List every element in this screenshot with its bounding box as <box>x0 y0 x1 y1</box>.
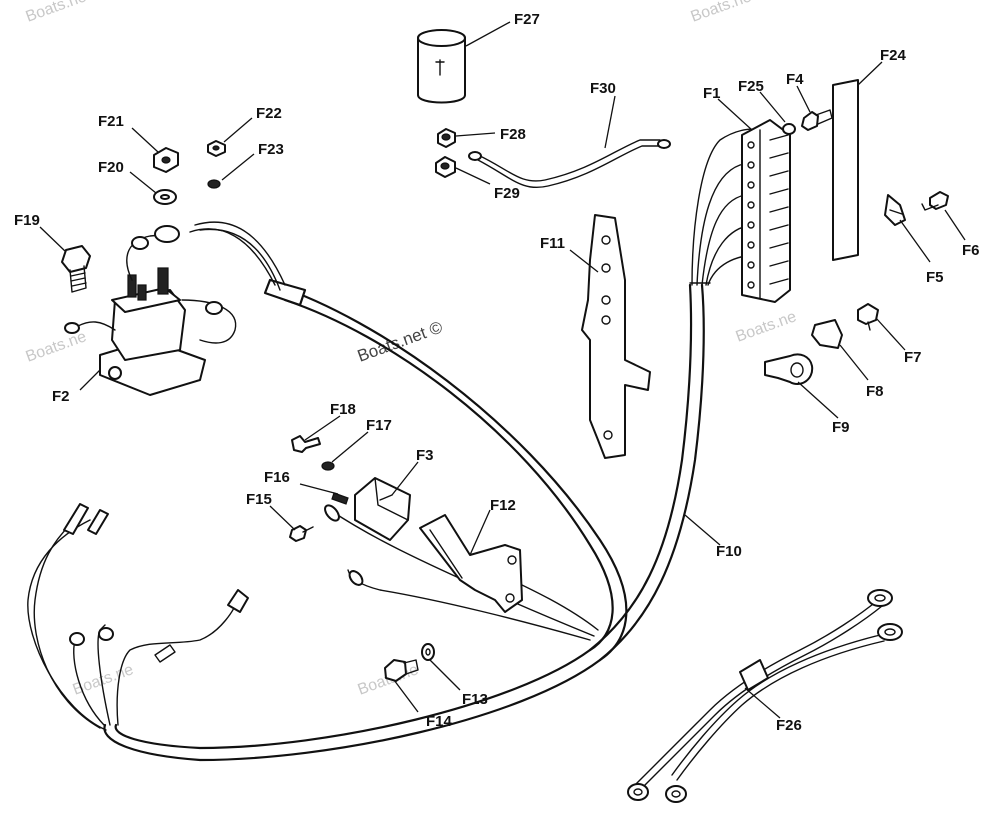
watermark-mark: Boats.ne <box>24 0 89 26</box>
label-f22: F22 <box>256 105 282 122</box>
label-f14: F14 <box>426 713 453 730</box>
label-f15: F15 <box>246 491 272 508</box>
label-f5: F5 <box>926 269 944 286</box>
bolt-f19 <box>61 245 91 293</box>
label-f21: F21 <box>98 113 124 130</box>
small-hardware <box>153 140 226 205</box>
label-f11: F11 <box>540 235 565 252</box>
label-f18: F18 <box>330 401 356 418</box>
label-f12: F12 <box>490 497 516 514</box>
watermark-center: Boats.net © <box>355 317 446 365</box>
label-f1: F1 <box>703 85 721 102</box>
terminal-block-f1 <box>741 119 791 303</box>
label-f30: F30 <box>590 80 616 97</box>
label-f2: F2 <box>52 388 70 405</box>
label-f9: F9 <box>832 419 850 436</box>
label-f7: F7 <box>904 349 922 366</box>
watermark-mark: Boats.ne <box>734 308 799 346</box>
label-f26: F26 <box>776 717 802 734</box>
label-f25: F25 <box>738 78 764 95</box>
label-f4: F4 <box>786 71 804 88</box>
solenoid-f2 <box>64 221 286 396</box>
cap-f27 <box>417 29 466 104</box>
label-f6: F6 <box>962 242 980 259</box>
watermark-mark: Boats.ne <box>689 0 754 26</box>
label-f20: F20 <box>98 159 124 176</box>
leader-lines <box>39 21 966 719</box>
label-f23: F23 <box>258 141 284 158</box>
label-f16: F16 <box>264 469 290 486</box>
label-f8: F8 <box>866 383 884 400</box>
label-f17: F17 <box>366 417 392 434</box>
bracket-f11 <box>581 214 651 459</box>
screw-f4 <box>782 109 833 135</box>
label-f27: F27 <box>514 11 540 28</box>
label-f13: F13 <box>462 691 488 708</box>
ground-wire-f30 <box>435 128 671 189</box>
clip-f5 <box>884 191 949 226</box>
label-f24: F24 <box>880 47 907 64</box>
clamps-f7-f8-f9 <box>764 303 879 385</box>
tape-strip-f24 <box>832 79 859 261</box>
part-labels: F27 F30 F28 F29 F1 F25 F4 F24 F5 F6 F7 F… <box>14 11 980 734</box>
label-f19: F19 <box>14 212 40 229</box>
label-f29: F29 <box>494 185 520 202</box>
watermark-mark: Boats.ne <box>24 328 89 366</box>
left-wire-terminals <box>63 503 249 646</box>
battery-cables-f26 <box>627 589 903 803</box>
bolt-f14 <box>384 643 435 682</box>
switch-f3 <box>289 435 411 586</box>
label-f28: F28 <box>500 126 526 143</box>
label-f10: F10 <box>716 543 742 560</box>
label-f3: F3 <box>416 447 434 464</box>
bracket-f12 <box>419 514 523 613</box>
